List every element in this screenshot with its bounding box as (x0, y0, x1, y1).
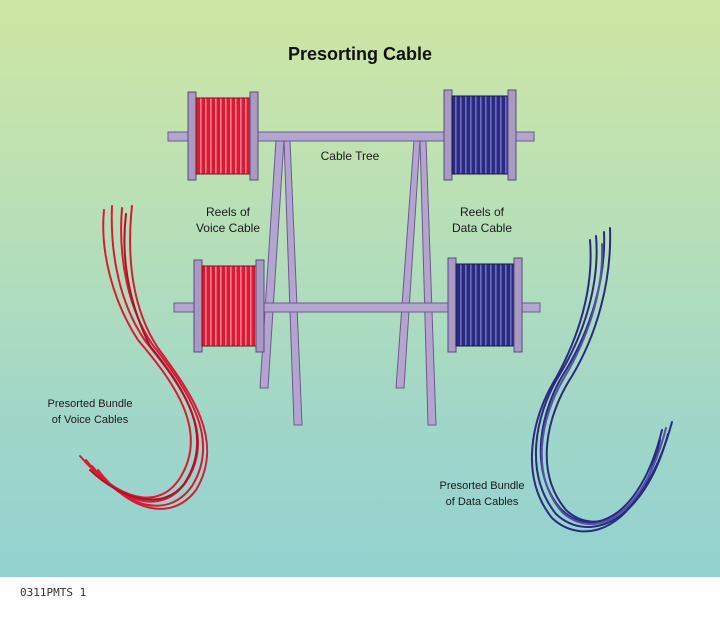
voice-reel-lower (193, 259, 265, 353)
diagram-canvas (79, 89, 673, 533)
label-voice-reels: Reels of Voice Cable (195, 205, 261, 235)
upper-axle (167, 131, 535, 142)
figure-code: 0311PMTS 1 (20, 586, 87, 599)
data-reel-lower (447, 257, 523, 353)
data-cable-bundle (530, 227, 673, 533)
diagram-panel: Presorting Cable Cable Tree Reels of Voi… (0, 0, 720, 577)
label-data-reels: Reels of Data Cable (451, 205, 513, 235)
voice-cable-bundle (79, 205, 209, 510)
data-reel-upper (443, 89, 517, 181)
diagram-title: Presorting Cable (287, 44, 433, 64)
lower-axle (173, 302, 541, 313)
label-cable-tree: Cable Tree (320, 149, 380, 163)
label-voice-bundle: Presorted Bundle of Voice Cables (47, 398, 133, 426)
cable-tree-frame (259, 139, 437, 426)
voice-reel-upper (187, 91, 259, 181)
label-data-bundle: Presorted Bundle of Data Cables (439, 480, 525, 508)
